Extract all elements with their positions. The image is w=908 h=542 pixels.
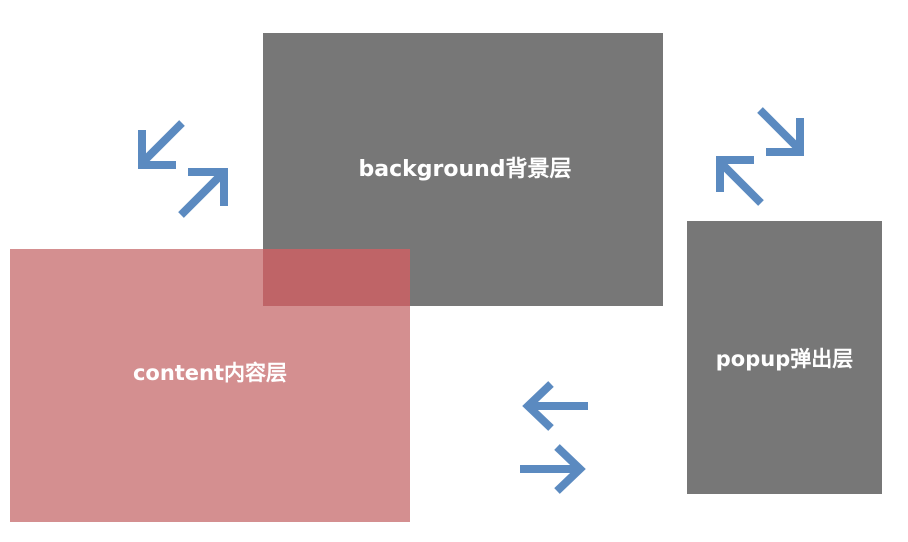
down-right-arrow-icon [757, 107, 804, 156]
popup-layer-label: popup弹出层 [715, 346, 854, 371]
popup-layer-box: popup弹出层 [687, 221, 882, 494]
right-arrow-icon [520, 444, 586, 494]
up-left-arrow-icon [138, 120, 185, 169]
up-right-arrow-icon [178, 168, 228, 218]
content-layer-label: content内容层 [132, 360, 288, 385]
up-left-arrow-icon [716, 156, 764, 206]
background-layer-label: background背景层 [358, 156, 572, 182]
left-arrow-icon [522, 381, 588, 431]
overlap-region [263, 249, 410, 306]
